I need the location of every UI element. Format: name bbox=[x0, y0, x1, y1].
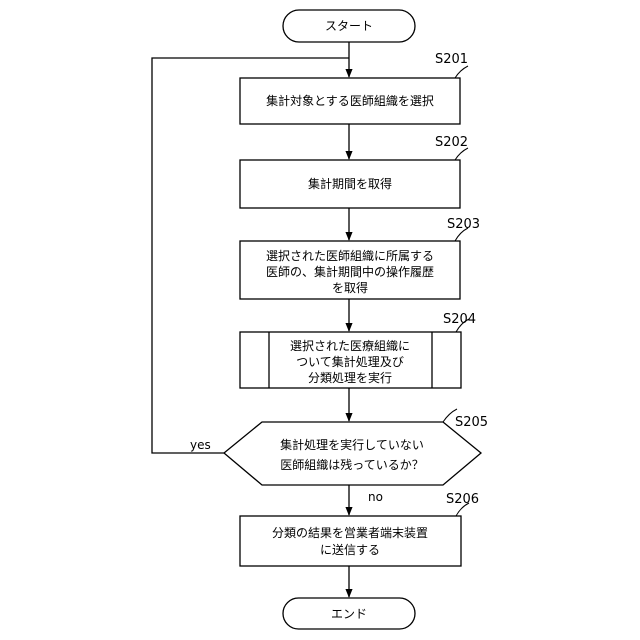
s201-label: S201 bbox=[435, 52, 468, 67]
no-label: no bbox=[368, 490, 383, 504]
s205-text-line-1: 集計処理を実行していない bbox=[280, 437, 424, 452]
s206-text-line-1: 分類の結果を営業者端末装置 bbox=[272, 526, 428, 540]
s203-label: S203 bbox=[447, 217, 480, 232]
s204-label: S204 bbox=[443, 312, 476, 327]
s206-label: S206 bbox=[446, 492, 479, 507]
s206-text-line-2: に送信する bbox=[320, 542, 380, 557]
s203-text-line-3: を取得 bbox=[332, 280, 368, 295]
s201-leader bbox=[455, 66, 468, 78]
start-label: スタート bbox=[325, 19, 373, 33]
s204-text-line-2: ついて集計処理及び bbox=[296, 354, 404, 369]
s204-text-line-1: 選択された医療組織に bbox=[290, 339, 410, 353]
s203-text-line-2: 医師の、集計期間中の操作履歴 bbox=[266, 264, 434, 279]
s201-text: 集計対象とする医師組織を選択 bbox=[266, 93, 434, 108]
s204-text-line-3: 分類処理を実行 bbox=[308, 370, 392, 385]
decision-s205 bbox=[224, 422, 481, 485]
s205-text-line-2: 医師組織は残っているか？ bbox=[280, 458, 423, 472]
yes-label: yes bbox=[190, 438, 211, 452]
end-label: エンド bbox=[331, 607, 367, 621]
s202-text: 集計期間を取得 bbox=[308, 176, 392, 191]
s203-text-line-1: 選択された医師組織に所属する bbox=[266, 249, 434, 263]
s202-label: S202 bbox=[435, 135, 468, 150]
s205-label: S205 bbox=[455, 415, 488, 430]
process-s206 bbox=[240, 516, 461, 566]
